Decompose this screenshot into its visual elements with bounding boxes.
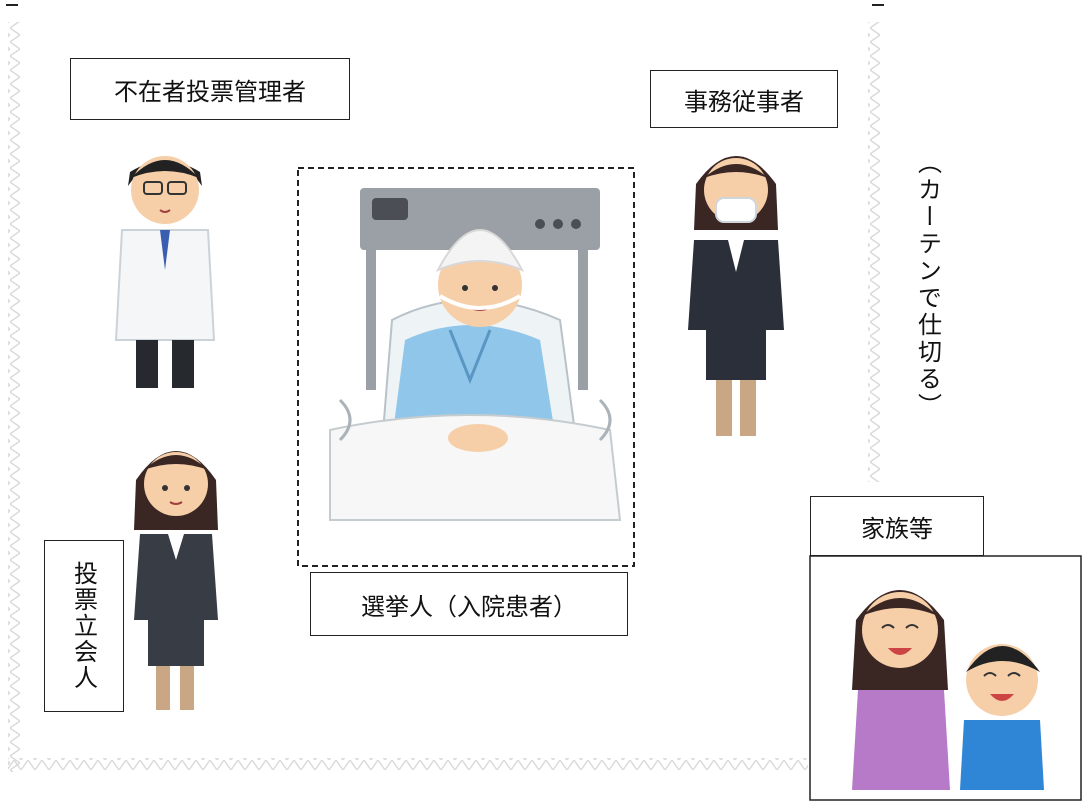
- label-curtain: （カーテンで仕切る）: [913, 150, 942, 420]
- label-clerk: 事務従事者: [650, 70, 838, 128]
- voter-area-dashed: [297, 167, 635, 567]
- family-figure: [852, 590, 1044, 790]
- label-voter: 選挙人（入院患者）: [310, 572, 628, 636]
- clerk-figure: [688, 156, 784, 436]
- label-absentee-manager: 不在者投票管理者: [70, 58, 350, 120]
- crop-mark-left: [6, 4, 18, 6]
- witness-figure: [134, 451, 218, 710]
- crop-mark-right: [872, 4, 884, 6]
- label-witness: 投票立会人: [44, 540, 124, 712]
- label-family: 家族等: [810, 496, 984, 556]
- manager-figure: [114, 156, 216, 388]
- curtain-partition: [8, 22, 880, 772]
- patient-in-bed-figure: [329, 188, 622, 521]
